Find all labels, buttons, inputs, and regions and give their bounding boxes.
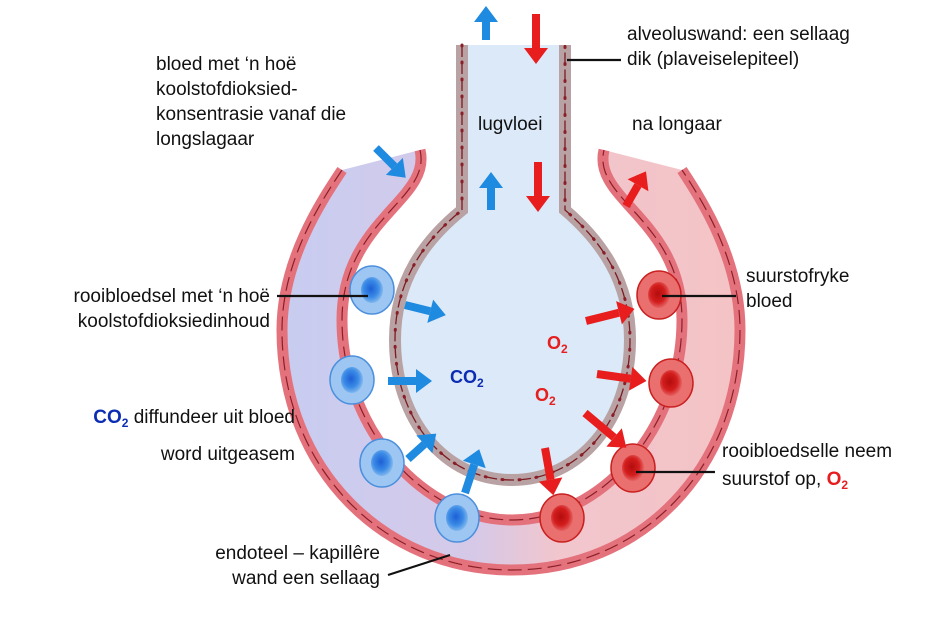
label-line: suurstofryke [746,266,850,287]
red-blood-cell-icon [349,265,395,315]
co2-gas-label: CO2 [450,367,484,390]
label-line: wand een sellaag [232,568,380,589]
label-line: bloed met ‘n hoë [156,54,297,75]
leader-line-endothelium [387,553,451,577]
label-line: dik (plaveiselepiteel) [627,49,800,70]
label-line: alveoluswand: een sellaag [627,24,850,45]
o2-diffusion-arrow-icon [585,301,635,325]
air-in-arrow-icon [526,162,550,212]
red-blood-cell-icon [610,443,656,493]
red-blood-cell-icon [539,493,585,543]
label-line: bloed [746,291,793,312]
label-line: rooibloedsel met ‘n hoë [73,286,270,307]
co2-formula: CO2 [93,407,129,430]
air-out-arrow-icon [479,172,503,210]
red-blood-cell-icon [636,270,682,320]
label-line: konsentrasie vanaf die [156,104,347,125]
air-in-arrow-icon [524,14,548,64]
label-line: koolstofdioksied- [156,79,298,100]
co2-diffusion-arrow-icon [461,449,486,495]
blood-in-arrow-icon [373,145,406,178]
label-line: word uitgeasem [160,444,295,465]
o2-diffusion-arrow-icon [596,366,647,391]
label-alveolar-wall: alveoluswand: een sellaag dik (plaveisel… [627,22,850,72]
label-line: koolstofdioksiedinhoud [77,311,270,332]
label-line: CO2 diffundeer uit bloed [93,407,295,430]
o2-gas-label: O2 [547,333,568,356]
air-out-arrow-icon [474,6,498,40]
alveolar-wall-cells [394,45,631,481]
label-airflow: lugvloei [478,114,543,135]
co2-diffusion-arrow-icon [404,299,446,323]
label-rbc-high-co2: rooibloedsel met ‘n hoë koolstofdioksied… [12,284,270,334]
co2-diffusion-arrow-icon [388,369,432,393]
o2-diffusion-arrow-icon [538,447,563,496]
co2-diffusion-arrow-icon [405,433,437,462]
red-blood-cell-icon [648,358,694,408]
alveolus-air-space [395,45,630,480]
label-co2-diffuse: CO2 diffundeer uit bloed word uitgeasem [20,402,295,470]
label-oxygen-rich-blood: suurstofryke bloed [746,264,849,314]
label-line: endoteel – kapillêre [215,543,380,564]
capillary-inner-wall-cells [341,149,683,521]
o2-diffusion-arrow-icon [582,409,627,448]
o2-gas-label: O2 [535,385,556,408]
red-blood-cell-icon [359,438,405,488]
label-endothelium: endoteel – kapillêre wand een sellaag [150,541,380,591]
blood-out-arrow-icon [622,171,649,208]
label-line: longslagaar [156,129,255,150]
label-line: rooibloedselle neem [722,441,893,462]
capillary-outer-wall-cells [281,169,741,571]
red-blood-cell-icon [329,355,375,405]
red-blood-cell-icon [434,493,480,543]
o2-formula: O2 [826,469,849,492]
label-line: suurstof op, O2 [722,469,849,492]
label-to-lung-vein: na longaar [632,114,722,135]
label-rbc-take-o2: rooibloedselle neem suurstof op, O2 [722,438,892,499]
label-blood-in: bloed met ‘n hoë koolstofdioksied- konse… [156,52,346,152]
